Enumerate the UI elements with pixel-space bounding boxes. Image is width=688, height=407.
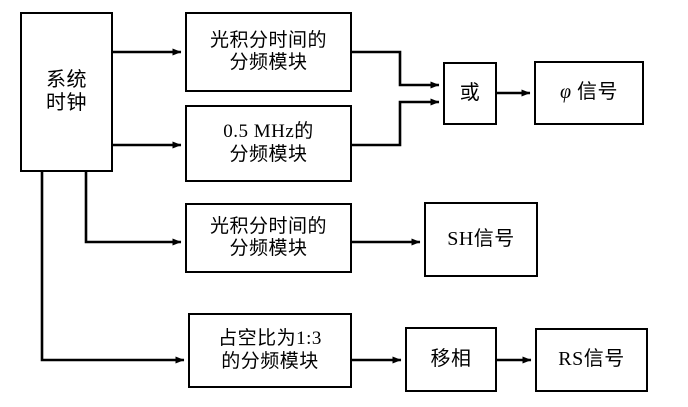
node-light-integration-div-top-line1: 光积分时间的 [209, 29, 327, 51]
node-duty-cycle-divider[interactable]: 占空比为1:3 的分频模块 [188, 313, 352, 388]
node-mhz-divider-line1: 0.5 MHz的 [223, 121, 314, 143]
node-mhz-divider-line2: 分频模块 [229, 143, 308, 165]
node-sh-signal[interactable]: SH信号 [424, 202, 538, 277]
edge-mhz-div-to-or [352, 98, 440, 147]
node-mhz-divider[interactable]: 0.5 MHz的 分频模块 [185, 105, 352, 182]
edge-clock-to-light-div-mid [84, 172, 182, 246]
node-sh-signal-label: SH信号 [447, 227, 515, 250]
phi-signal-word: 信号 [577, 81, 619, 104]
node-system-clock-line1: 系统 [46, 68, 87, 91]
node-phi-signal-label: φ 信号 [560, 81, 618, 104]
node-rs-signal-label: RS信号 [558, 348, 625, 371]
edge-clock-to-duty-div [40, 172, 185, 364]
node-or-gate-label: 或 [459, 81, 481, 104]
node-duty-cycle-divider-line1: 占空比为1:3 [218, 328, 322, 350]
node-phase-shift-label: 移相 [430, 347, 472, 370]
node-system-clock-line2: 时钟 [46, 92, 87, 114]
node-or-gate[interactable]: 或 [443, 62, 497, 125]
node-light-integration-div-top[interactable]: 光积分时间的 分频模块 [185, 12, 352, 92]
node-light-integration-div-mid[interactable]: 光积分时间的 分频模块 [185, 203, 352, 273]
node-duty-cycle-divider-line2: 的分频模块 [221, 350, 319, 372]
phi-symbol: φ [559, 81, 572, 104]
node-phase-shift[interactable]: 移相 [405, 327, 497, 392]
node-rs-signal[interactable]: RS信号 [535, 328, 648, 392]
node-phi-signal[interactable]: φ 信号 [534, 61, 644, 125]
node-light-integration-div-top-line2: 分频模块 [229, 52, 308, 73]
node-system-clock[interactable]: 系统 时钟 [20, 12, 113, 172]
node-light-integration-div-mid-line2: 分频模块 [229, 238, 308, 259]
edge-light-div-top-to-or [352, 50, 440, 89]
node-light-integration-div-mid-line1: 光积分时间的 [209, 215, 327, 237]
